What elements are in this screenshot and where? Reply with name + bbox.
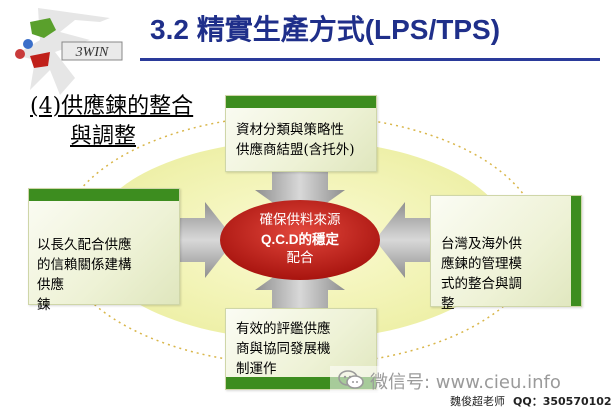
section-title: (4)供應鍊的整合 與調整 [30, 92, 230, 152]
box-top: 資材分類與策略性 供應商結盟(含托外) [225, 95, 377, 172]
box-right-text: 台灣及海外供 應鍊的管理模 式的整合與調 整 [441, 236, 522, 312]
footer-author: 魏俊超老师 [450, 395, 505, 408]
center-ellipse [220, 200, 380, 280]
arrow-up [255, 258, 345, 312]
arrow-down [255, 168, 345, 222]
box-right: 台灣及海外供 應鍊的管理模 式的整合與調 整 [430, 195, 582, 312]
box-top-accent [226, 96, 376, 108]
page-title: 3.2 精實生產方式(LPS/TPS) [150, 14, 501, 45]
watermark-text: 微信号: www.cieu.info [370, 372, 561, 393]
logo-text: 3WIN [75, 45, 109, 60]
box-top-text: 資材分類與策略性 供應商結盟(含托外) [236, 122, 355, 158]
arrow-right [178, 202, 235, 278]
arrow-left [375, 202, 432, 278]
box-left-text: 以長久配合供應 的信賴關係建構 供應 鍊 [37, 237, 132, 313]
center-label: 確保供料來源 Q.C.D的穩定 配合 [245, 211, 355, 268]
center-line3: 配合 [286, 250, 314, 266]
box-right-accent [571, 196, 581, 306]
center-line1: 確保供料來源 [259, 212, 341, 228]
box-bottom-text: 有效的評鑑供應 商與協同發展機 制運作 [236, 321, 331, 377]
center-line2: Q.C.D的穩定 [260, 232, 339, 247]
title-divider [140, 58, 600, 61]
footer-qq: QQ：350570102 [513, 395, 612, 408]
box-left: 以長久配合供應 的信賴關係建構 供應 鍊 [28, 188, 180, 313]
watermark-backdrop [330, 366, 595, 392]
wechat-icon [338, 370, 364, 389]
box-left-accent [29, 189, 179, 201]
logo: 3WIN [15, 8, 123, 95]
section-title-line1: (4)供應鍊的整合 [30, 94, 194, 119]
section-title-line2: 與調整 [70, 124, 137, 149]
footer-credit: 魏俊超老师 QQ：350570102 [450, 393, 612, 409]
